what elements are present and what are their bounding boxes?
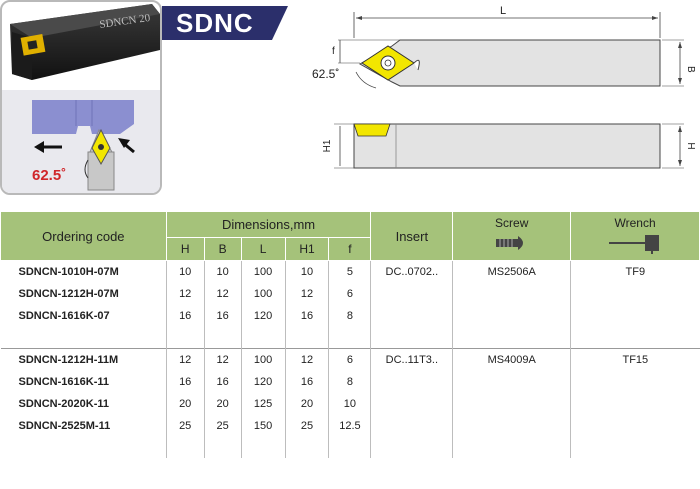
cell-h1: 10 — [284, 260, 329, 283]
table-row: SDNCN-1616K-07 16 16 120 16 8 — [1, 305, 700, 327]
cell-f: 8 — [328, 371, 371, 393]
table-row: SDNCN-1616K-11 16 16 120 16 8 — [1, 371, 700, 393]
cell-l: 100 — [240, 283, 286, 305]
table-row: SDNCN-2020K-11 20 20 125 20 10 — [1, 393, 700, 415]
cell-h1: 16 — [284, 371, 329, 393]
ordering-code-header: Ordering code — [0, 211, 167, 261]
cell-h: 12 — [165, 283, 205, 305]
cell-l: 100 — [240, 260, 286, 283]
cell-f: 5 — [328, 260, 371, 283]
length-label: L — [500, 5, 506, 17]
ordering-code: SDNCN-1010H-07M — [18, 266, 119, 278]
ordering-code: SDNCN-1212H-07M — [18, 288, 119, 300]
tool-illustration: SDNCN 20 62.5˚ — [2, 4, 160, 193]
table-row: SDNCN-2525M-11 25 25 150 25 12.5 — [1, 415, 700, 437]
h-label: H — [685, 142, 696, 149]
cell-h1: 20 — [284, 393, 329, 415]
cell-l: 100 — [240, 348, 286, 371]
insert-header: Insert — [370, 211, 454, 261]
cell-l: 125 — [240, 393, 286, 415]
wrench-cell: TF15 — [570, 348, 700, 458]
cell-b: 16 — [203, 371, 242, 393]
cell-l: 150 — [240, 415, 286, 437]
tool-body-photo: SDNCN 20 — [10, 4, 160, 80]
workpiece-shape — [32, 100, 134, 134]
table-header-row-1: Ordering code Dimensions,mm Insert Screw… — [0, 211, 700, 261]
dim-header-l: L — [240, 237, 286, 261]
drawing-angle-label: 62.5˚ — [312, 67, 339, 81]
ordering-code: SDNCN-1616K-11 — [18, 376, 109, 388]
table-spacer-row — [1, 327, 700, 349]
dimensions-header: Dimensions,mm — [165, 211, 372, 238]
cell-b: 20 — [203, 393, 242, 415]
cell-b: 12 — [203, 348, 242, 371]
cell-h: 25 — [165, 415, 205, 437]
dim-header-b: B — [203, 237, 242, 261]
cell-b: 10 — [203, 260, 242, 283]
page-title: SDNC — [176, 8, 254, 38]
b-label: B — [685, 66, 696, 73]
cell-h: 12 — [165, 348, 205, 371]
table-row: SDNCN-1212H-11M 12 12 100 12 6 DC..11T3.… — [0, 348, 700, 458]
screw-header-label: Screw — [495, 216, 529, 230]
h1-label: H1 — [322, 139, 333, 152]
cell-f: 6 — [328, 283, 371, 305]
cell-h: 20 — [165, 393, 205, 415]
cell-b: 16 — [203, 305, 242, 327]
screw-cell: MS2506A — [452, 260, 571, 349]
side-insert-icon — [353, 123, 391, 137]
wrench-header-label: Wrench — [614, 216, 656, 230]
screw-cell: MS4009A — [452, 348, 571, 458]
table-header-row-2: H B L H1 f — [1, 237, 700, 261]
spec-table: Ordering code Dimensions,mm Insert Screw… — [0, 211, 700, 458]
screw-icon — [495, 236, 523, 250]
dim-header-h1: H1 — [284, 237, 330, 261]
cell-b: 25 — [203, 415, 242, 437]
screw-header: Screw — [452, 211, 572, 261]
cell-l: 120 — [240, 371, 286, 393]
insert-cell: DC..11T3.. — [370, 348, 453, 458]
table-spacer-row — [1, 437, 700, 458]
ordering-code: SDNCN-2020K-11 — [18, 398, 109, 410]
cell-h: 10 — [165, 260, 205, 283]
angle-label: 62.5˚ — [32, 167, 66, 184]
ordering-code: SDNCN-1616K-07 — [18, 310, 110, 322]
cell-f: 10 — [328, 393, 371, 415]
cell-h1: 16 — [284, 305, 329, 327]
cell-h1: 12 — [284, 283, 329, 305]
product-photo-card: SDNCN 20 62.5˚ — [0, 0, 162, 195]
cell-f: 6 — [328, 348, 371, 371]
cell-f: 8 — [328, 305, 371, 327]
cell-h: 16 — [165, 305, 205, 327]
cell-h1: 12 — [284, 348, 329, 371]
cell-h: 16 — [165, 371, 205, 393]
wrench-icon — [609, 235, 660, 254]
cell-h1: 25 — [284, 415, 329, 437]
title-banner — [162, 6, 288, 40]
technical-drawing: L f 62.5˚ B H1 H — [312, 5, 696, 169]
wrench-cell: TF9 — [570, 260, 700, 349]
f-label: f — [332, 46, 335, 57]
ordering-code: SDNCN-1212H-11M — [0, 348, 167, 371]
insert-cell: DC..0702.. — [370, 260, 453, 349]
dim-header-h: H — [165, 237, 205, 261]
table-row: SDNCN-1010H-07M 10 10 100 10 5 DC..0702.… — [0, 260, 700, 349]
ordering-code: SDNCN-2525M-11 — [18, 420, 111, 432]
dim-header-f: f — [328, 237, 372, 261]
table-row: SDNCN-1212H-07M 12 12 100 12 6 — [1, 283, 700, 305]
cell-f: 12.5 — [328, 415, 371, 437]
wrench-header: Wrench — [570, 211, 700, 261]
side-view-body — [353, 123, 661, 169]
cell-l: 120 — [240, 305, 286, 327]
cell-b: 12 — [203, 283, 242, 305]
